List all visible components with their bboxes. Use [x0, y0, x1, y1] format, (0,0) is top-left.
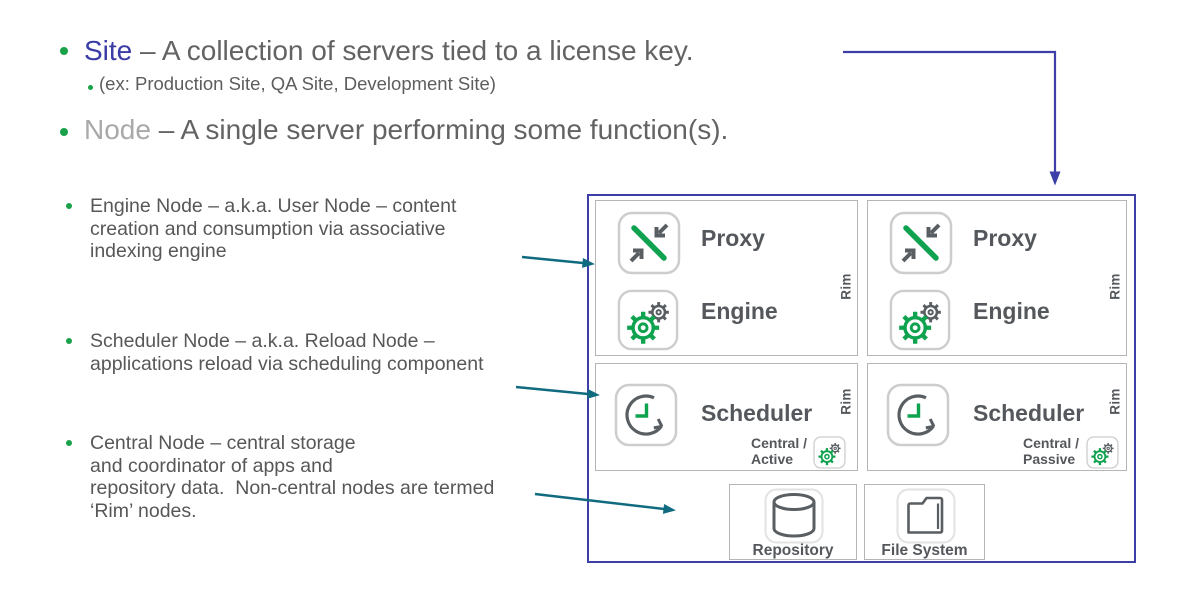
bullet-node: Node – A single server performing some f…	[84, 113, 728, 147]
rim-label: Rim	[1107, 388, 1123, 415]
bullet-dot-node	[60, 128, 68, 136]
node-term: Node	[84, 114, 151, 145]
clock-cycle-icon	[614, 383, 678, 447]
rim-label: Rim	[838, 273, 854, 300]
central-passive-label: Central / Passive	[1023, 435, 1080, 467]
node-box-rim-1: Proxy Engine Rim	[595, 200, 858, 356]
repository-label: Repository	[752, 542, 834, 559]
file-system-label: File System	[881, 542, 968, 559]
rim-label: Rim	[1107, 273, 1123, 300]
repository-box: Repository	[729, 484, 857, 560]
file-system-box: File System	[864, 484, 985, 560]
gears-icon	[1086, 436, 1119, 469]
site-term: Site	[84, 35, 133, 66]
service-label-engine: Engine	[701, 298, 778, 324]
gears-icon	[813, 436, 846, 469]
site-to-diagram-arrow	[843, 50, 1061, 186]
gears-icon	[889, 289, 951, 351]
node-definition: – A single server performing some functi…	[150, 114, 729, 145]
central-active-label: Central / Active	[751, 435, 808, 467]
database-icon	[764, 488, 824, 544]
service-label-scheduler: Scheduler	[701, 400, 813, 426]
bullet-dot-engine-node	[66, 203, 72, 209]
node-box-rim-2: Proxy Engine Rim	[867, 200, 1127, 356]
service-label-proxy: Proxy	[701, 225, 765, 251]
bullet-central-node: Central Node – central storage and coord…	[90, 432, 495, 522]
site-definition: – A collection of servers tied to a lice…	[132, 35, 694, 66]
proxy-arrows-icon	[617, 211, 681, 275]
service-label-scheduler: Scheduler	[973, 400, 1085, 426]
bullet-scheduler-node: Scheduler Node – a.k.a. Reload Node – ap…	[90, 330, 484, 375]
service-label-proxy: Proxy	[973, 225, 1037, 251]
proxy-arrows-icon	[889, 211, 953, 275]
bullet-dot-scheduler-node	[66, 338, 72, 344]
bullet-dot-site	[60, 47, 68, 55]
bullet-dot-site-example	[88, 85, 93, 90]
clock-cycle-icon	[886, 383, 950, 447]
scheduler-bullet-arrow	[515, 385, 600, 399]
bullet-site: Site – A collection of servers tied to a…	[84, 34, 694, 68]
folder-icon	[896, 488, 956, 544]
node-box-central-passive: Scheduler Rim Central / Passive	[867, 363, 1127, 471]
bullet-engine-node: Engine Node – a.k.a. User Node – content…	[90, 195, 457, 262]
gears-icon	[617, 289, 679, 351]
rim-label: Rim	[838, 388, 854, 415]
bullet-site-example: (ex: Production Site, QA Site, Developme…	[99, 73, 496, 94]
node-box-central-active: Scheduler Rim Central / Active	[595, 363, 858, 471]
service-label-engine: Engine	[973, 298, 1050, 324]
bullet-dot-central-node	[66, 440, 72, 446]
